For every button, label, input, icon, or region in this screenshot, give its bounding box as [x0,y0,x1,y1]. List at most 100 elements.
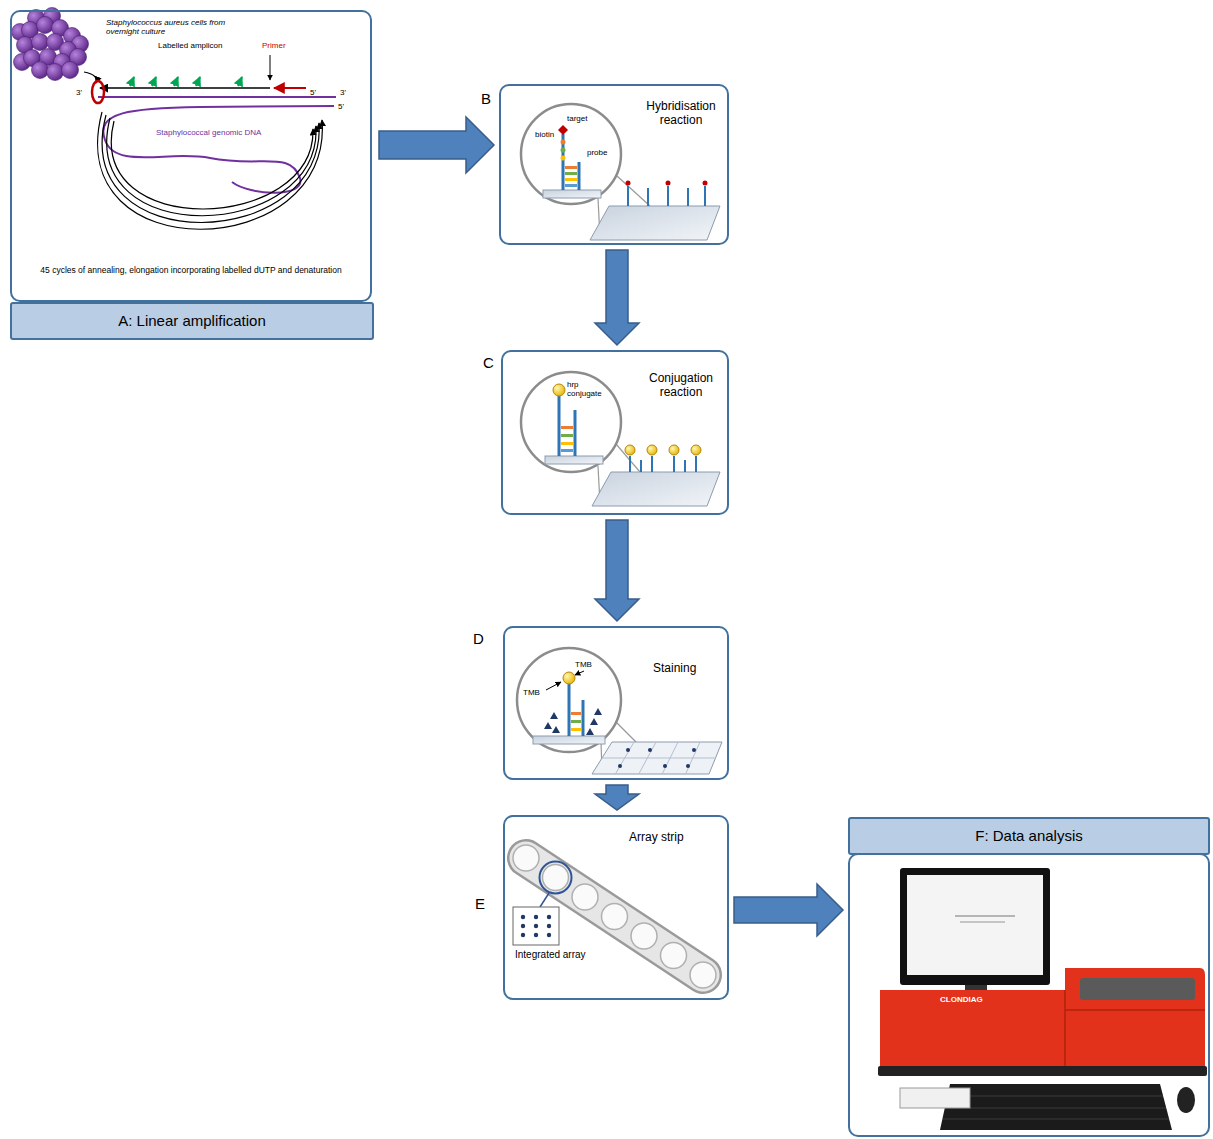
hybridisation-illustration-part [521,104,621,204]
staining-illustration-part-part [663,764,667,768]
amplification-scheme [84,55,336,229]
conjugation-illustration-part [561,426,573,429]
staining-illustration-part [582,700,585,736]
process-panel: EArray stripIntegrated array [503,815,729,1000]
hybridisation-illustration-part [558,125,568,135]
conjugation-illustration-part-part [651,456,653,472]
panel-label: Primer [262,41,286,50]
array-strip-illustration-part-part [547,915,551,919]
amplification-scheme-part [92,81,104,103]
flow-arrow [595,520,639,621]
array-strip-illustration-part-part [521,915,525,919]
array-strip-illustration-part-part [513,845,539,871]
staining-illustration-part [563,672,575,684]
array-strip-illustration-part-part [534,933,538,937]
process-panel: DStainingTMBTMB [503,626,729,780]
reader-computer-illustration-part [900,868,1050,985]
hybridisation-illustration-part [561,156,566,161]
reader-computer-illustration-part [955,915,1015,917]
array-strip-illustration-part-part [521,933,525,937]
staining-illustration-part-part [602,758,716,759]
reader-computer-illustration-part [1064,990,1066,1068]
array-strip-illustration-part-part [543,865,569,891]
amplification-scheme-part [102,115,319,223]
panel-label: TMB [523,688,540,697]
panel-label: 5' [310,88,316,97]
panel-label: B [481,90,491,107]
hybridisation-illustration-part [565,172,577,175]
staining-illustration-part-part [594,708,602,715]
conjugation-illustration-part-part [640,460,642,472]
amplification-scheme-part [152,77,156,86]
staining-illustration-part [571,720,581,723]
array-strip-illustration-part-part [661,943,687,969]
amplification-scheme-part [270,55,271,80]
array-strip-illustration-part-part [690,962,716,988]
staining-illustration-part [571,712,581,715]
panel-title-bar: F: Data analysis [848,817,1210,855]
flow-arrow [595,250,639,345]
process-panel: CConjugation reactionhrp conjugate [501,350,729,515]
reader-computer-illustration-part-part [943,1119,1169,1120]
conjugation-illustration-part [521,372,621,472]
staining-illustration-part [517,648,621,752]
staining-illustration-part-part [586,728,594,735]
amplification-scheme-part [238,77,242,86]
conjugation-illustration-part-part [625,445,635,455]
array-strip-illustration-part [540,862,572,894]
conjugation-illustration-part-part [647,445,657,455]
conjugation-illustration-part [553,384,565,396]
reader-computer-illustration-part [940,1084,1172,1130]
staining-illustration-part [575,671,584,675]
bacteria-cells-part [37,17,54,34]
amplification-scheme-part [100,87,270,89]
hybridisation-illustration-part-part [667,186,669,206]
bacteria-cells-part [32,34,49,51]
staining-illustration-part-part [550,712,558,719]
staining-illustration-part-part [686,764,690,768]
staining-illustration-part [618,748,696,768]
panel-label: 3' [76,88,82,97]
array-strip-illustration-part [513,907,559,945]
conjugation-illustration-part [574,410,577,456]
array-strip-illustration-part-part [521,924,525,928]
conjugation-illustration-part [561,449,573,452]
reader-computer-illustration-part [1080,978,1195,1000]
conjugation-illustration-part [630,456,696,472]
hybridisation-illustration-part [578,162,581,190]
amplification-scheme-part [98,112,323,229]
panel-label: Conjugation reaction [639,372,723,400]
hybridisation-illustration-part [543,190,601,198]
reader-computer-illustration-part [878,1066,1207,1076]
flow-arrow [379,117,494,173]
array-strip-illustration [513,845,716,988]
staining-illustration-part [592,742,722,774]
array-strip-illustration-part-part [602,904,628,930]
hybridisation-illustration-part-part [704,186,706,206]
panel-label: TMB [575,660,592,669]
hybridisation-illustration-part [617,176,650,206]
panel-label: hrp conjugate [567,380,613,398]
staining-illustration-part-part [544,722,552,729]
hybridisation-illustration-part [626,181,631,186]
panel-border [503,815,729,1000]
conjugation-illustration-part-part [695,456,697,472]
reader-computer-illustration-part [1177,1087,1195,1113]
reader-computer-illustration-part-part [945,1108,1166,1109]
process-panel: A: Linear amplificationStaphylococcus au… [10,10,374,340]
panel-border [503,626,729,780]
hybridisation-illustration-part [565,166,577,169]
amplification-scheme-part [107,118,316,216]
conjugation-illustration-part [616,444,640,472]
reader-computer-illustration-part [880,968,1205,1068]
panel-label: 45 cycles of annealing, elongation incor… [30,266,352,276]
array-strip-illustration-part-part [631,923,657,949]
hybridisation-illustration-part-part [647,188,649,206]
array-strip-illustration-part-part [547,924,551,928]
panel-label: biotin [535,130,554,139]
staining-illustration-part-part [626,748,630,752]
hybridisation-illustration-part-part [627,186,629,206]
staining-illustration-part [546,682,561,690]
reader-computer-illustration-part-part [948,1096,1163,1097]
